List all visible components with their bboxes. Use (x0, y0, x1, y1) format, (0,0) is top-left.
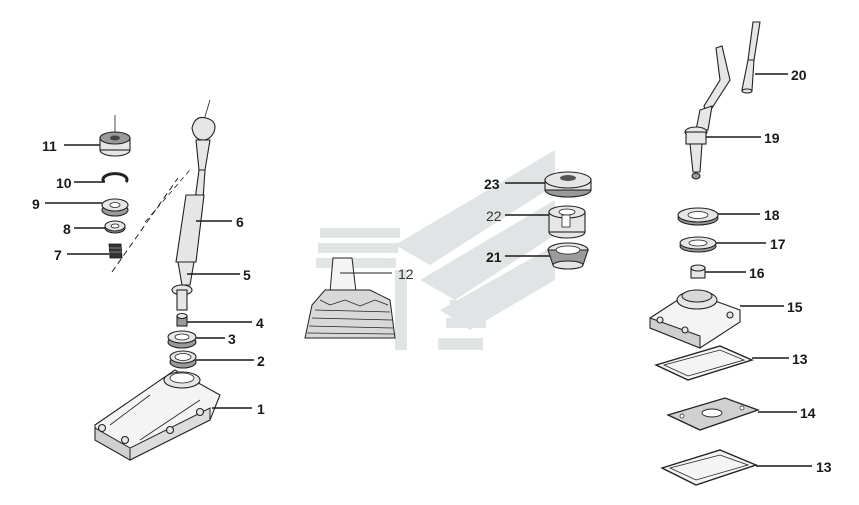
part-3-ring (167, 330, 197, 349)
part-12-boot (304, 257, 396, 339)
part-6-gear-lever (175, 99, 216, 286)
callout-12: 12 (398, 266, 414, 282)
callout-5: 5 (243, 267, 251, 283)
callout-14: 14 (800, 405, 816, 421)
leader-lines (45, 73, 812, 467)
callout-10: 10 (56, 175, 72, 191)
callout-18: 18 (764, 207, 780, 223)
callout-20: 20 (791, 67, 807, 83)
callout-7: 7 (54, 247, 62, 263)
callout-11: 11 (42, 138, 57, 154)
part-1-housing (94, 369, 221, 461)
part-19-shift-lever (684, 45, 731, 180)
part-17-ring (679, 236, 717, 253)
callout-23: 23 (484, 176, 500, 192)
callout-1: 1 (257, 401, 265, 417)
callout-2: 2 (257, 353, 265, 369)
part-20-rod (741, 21, 761, 94)
alignment-line (144, 169, 191, 223)
part-5-pivot (171, 284, 193, 311)
watermark-logo (316, 150, 555, 350)
callout-17: 17 (770, 236, 786, 252)
part-2-spring-ring (169, 350, 197, 369)
part-7-spring (108, 243, 123, 259)
callout-15: 15 (787, 299, 803, 315)
callout-8: 8 (63, 221, 71, 237)
part-4-bush (176, 312, 188, 327)
part-10-circlip (101, 172, 129, 183)
part-23-cap (544, 171, 592, 198)
callout-13-lower: 13 (816, 459, 832, 475)
part-8-washer (104, 220, 126, 234)
part-15-housing (649, 289, 741, 349)
callout-4: 4 (256, 315, 264, 331)
part-13-gasket-upper (654, 345, 754, 381)
part-16-bush (690, 264, 706, 279)
callout-6: 6 (236, 214, 244, 230)
callout-16: 16 (749, 265, 765, 281)
part-21-cup (547, 242, 589, 270)
alignment-line (111, 177, 179, 273)
callout-labels: 11 10 9 8 7 6 5 4 3 2 1 12 23 22 21 20 1… (32, 67, 832, 475)
callout-21: 21 (486, 249, 502, 265)
callout-9: 9 (32, 196, 40, 212)
part-11-cap (99, 115, 131, 157)
part-22-split-bush (548, 205, 586, 239)
part-18-seal-ring (677, 207, 719, 226)
callout-22: 22 (486, 208, 502, 224)
part-14-plate (666, 397, 760, 431)
part-9-nut (101, 198, 129, 217)
callout-3: 3 (228, 331, 236, 347)
callout-19: 19 (764, 130, 780, 146)
part-13-gasket-lower (660, 449, 758, 486)
callout-13-upper: 13 (792, 351, 808, 367)
